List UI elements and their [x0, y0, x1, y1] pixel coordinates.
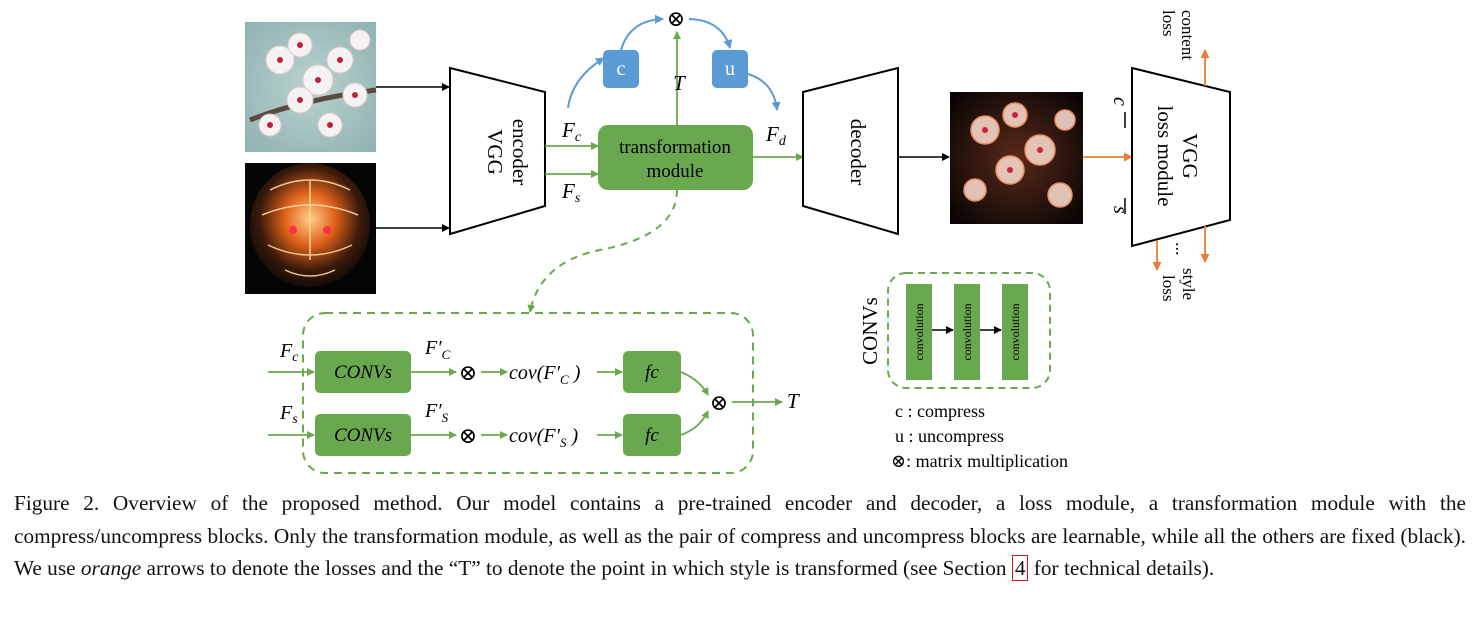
compress-block [603, 50, 639, 88]
compress-to-multiply-arrow [620, 14, 664, 51]
fc-to-compress-arrow [567, 57, 605, 109]
style-image [245, 163, 376, 294]
loss-input-c: c [1109, 97, 1131, 106]
loss-module-label-line1: VGG [1178, 133, 1202, 179]
legend-conv-3-label: convolution [1008, 303, 1022, 360]
decoder [802, 66, 899, 236]
method-diagram: VGG encoder Fc Fs transformation module … [245, 6, 1231, 474]
encoder-label-line2: encoder [508, 119, 532, 185]
vgg-encoder [449, 66, 546, 236]
fs-label: Fs [561, 179, 581, 206]
figure-caption: Figure 2. Overview of the proposed metho… [14, 487, 1466, 585]
convs-content-label: CONVs [334, 362, 392, 383]
fc-content-merge [680, 371, 709, 396]
style-loss-label-line1: style [1179, 268, 1198, 300]
fc-layer-style [623, 414, 681, 456]
fs-prime-label: F′S [424, 400, 449, 425]
output-image [950, 92, 1083, 224]
legend-conv-1 [906, 284, 932, 380]
caption-text-3: for technical details). [1028, 556, 1215, 580]
decoder-label: decoder [846, 119, 870, 185]
fc-layer-content-label: fc [645, 362, 659, 383]
loss-input-s: s [1109, 206, 1131, 214]
style-loss-label-line2: loss [1159, 275, 1178, 301]
multiply-content: ⊗ [459, 360, 477, 385]
vgg-loss-module [1131, 66, 1231, 248]
detail-connector [527, 189, 678, 313]
detail-fc-label: Fc [279, 340, 299, 365]
legend-uncompress: u : uncompress [895, 426, 1004, 446]
transformation-label-line2: module [647, 161, 704, 182]
style-loss-dots: ... [1172, 242, 1192, 256]
caption-text-1: Figure 2. Overview of the proposed metho… [14, 491, 1466, 580]
cov-content-label: cov(F′C ) [509, 362, 581, 387]
final-multiply: ⊗ [710, 390, 728, 415]
t-label-detail: T [787, 389, 800, 413]
content-image [245, 22, 377, 152]
convs-block-style [315, 414, 411, 456]
compress-label: c [617, 58, 626, 80]
caption-orange-word: orange [80, 556, 142, 580]
loss-module-label-line2: loss module [1153, 106, 1177, 207]
legend-convs-box [887, 272, 1051, 389]
uncompress-to-fd-arrow [747, 73, 781, 111]
fc-prime-label: F′C [424, 337, 451, 362]
encoder-label-line1: VGG [483, 129, 507, 175]
convs-style-label: CONVs [334, 425, 392, 446]
uncompress-block [712, 50, 748, 88]
detail-panel [302, 312, 754, 474]
uncompress-label: u [725, 58, 735, 80]
fc-style-merge [680, 410, 709, 436]
content-loss-label-line2: loss [1159, 10, 1178, 36]
legend-conv-3 [1002, 284, 1028, 380]
legend-conv-2 [954, 284, 980, 380]
legend-convs-title: CONVs [858, 297, 882, 365]
section-link[interactable]: 4 [1011, 555, 1029, 581]
top-multiply-symbol: ⊗ [667, 6, 685, 31]
multiply-style: ⊗ [459, 423, 477, 448]
transformation-module [598, 125, 753, 190]
detail-fs-label: Fs [279, 402, 298, 427]
legend-compress: c : compress [895, 401, 985, 421]
legend-conv-2-label: convolution [960, 303, 974, 360]
fc-layer-content [623, 351, 681, 393]
transformation-label-line1: transformation [619, 137, 731, 158]
fd-label: Fd [765, 122, 787, 149]
legend-multiplication: ⊗: matrix multiplication [891, 451, 1068, 471]
legend-conv-1-label: convolution [912, 303, 926, 360]
t-label-top: T [673, 71, 686, 95]
multiply-to-uncompress-arrow [688, 18, 733, 49]
fc-label: Fc [561, 118, 582, 145]
caption-text-2: arrows to denote the losses and the “T” … [141, 556, 1012, 580]
content-loss-label-line1: content [1178, 10, 1197, 60]
fc-layer-style-label: fc [645, 425, 659, 446]
convs-block-content [315, 351, 411, 393]
cov-style-label: cov(F′S ) [509, 425, 579, 450]
